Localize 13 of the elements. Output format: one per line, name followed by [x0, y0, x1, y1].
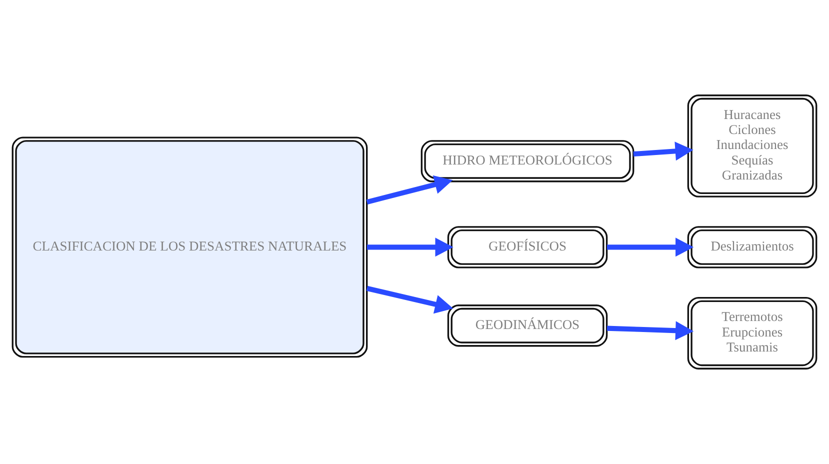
arrow [607, 238, 694, 257]
node-box: HIDRO METEOROLÓGICOS [420, 140, 634, 182]
arrow [606, 321, 694, 340]
node-box: CLASIFICACION DE LOS DESASTRES NATURALES [12, 136, 368, 358]
node-box: Deslizamientos [687, 226, 818, 268]
node-box: GEODINÁMICOS [447, 304, 608, 347]
node-box: Terremotos Erupciones Tsunamis [687, 296, 818, 370]
arrow [366, 286, 454, 314]
node-box: GEOFÍSICOS [447, 226, 608, 268]
arrow [633, 142, 694, 161]
arrow [366, 175, 453, 204]
arrow [367, 238, 454, 257]
node-box: Huracanes Ciclones Inundaciones Sequías Granizadas [687, 94, 818, 198]
